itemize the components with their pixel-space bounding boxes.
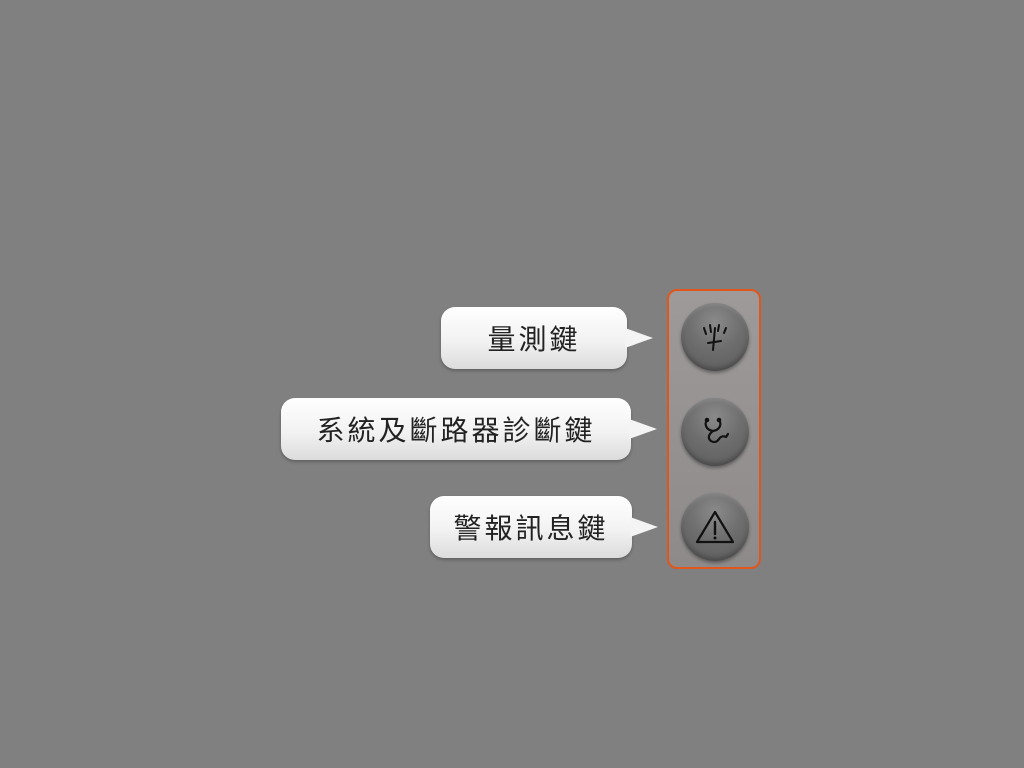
measurement-key-label: 量測鍵 xyxy=(487,323,581,356)
measurement-key-button[interactable] xyxy=(681,303,749,371)
warning-triangle-icon xyxy=(693,507,737,547)
measurement-key-callout: 量測鍵 xyxy=(441,307,653,369)
diagnostics-key-button[interactable] xyxy=(681,398,749,466)
stethoscope-icon xyxy=(695,412,735,452)
diagnostics-key-callout: 系統及斷路器診斷鍵 xyxy=(281,398,657,460)
diagnostics-key-label: 系統及斷路器診斷鍵 xyxy=(316,414,596,447)
alarm-key-label: 警報訊息鍵 xyxy=(453,512,609,545)
alarm-key-callout: 警報訊息鍵 xyxy=(430,496,658,558)
alarm-key-button[interactable] xyxy=(681,493,749,561)
gauge-needle-icon xyxy=(695,317,735,357)
